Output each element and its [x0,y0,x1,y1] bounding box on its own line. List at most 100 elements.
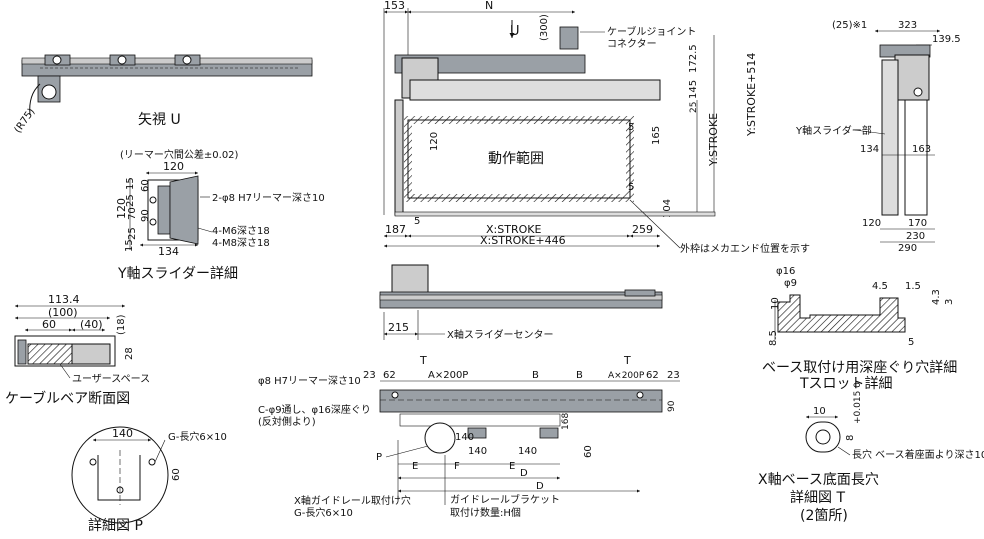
dim-120-width: 120 [163,160,184,173]
dim-5-tslot: 5 [908,337,914,348]
main-top-view: 153 N U (300) ケーブルジョイント コネクター 動作範囲 120 5… [383,0,810,255]
dim-165: 165 [651,126,662,145]
slot-t-title-1: X軸ベース底面長穴 [758,472,879,488]
dim-f: F [454,461,460,472]
dim-120-top: 120 [429,132,440,151]
view-arrow-u: U [510,24,520,39]
dim-25a: 25 [125,194,136,207]
dim-60: 60 [140,179,151,192]
dim-e1: E [412,461,418,472]
dim-120-right: 120 [862,218,881,229]
dim-134-width: 134 [158,245,179,258]
tolerance-slot: +0.015 0 [853,382,863,424]
dim-5c: 5 [414,216,420,227]
cable-bear-title: ケーブルベア断面図 [5,390,130,407]
operating-range-label: 動作範囲 [488,150,544,167]
dim-139: 139.5 [932,34,961,45]
counterbore-note-1: C-φ9通し、φ16深座ぐり [258,403,371,416]
outer-frame-note: 外枠はメカエンド位置を示す [680,242,810,255]
y-slider-detail: (リーマー穴間公差±0.02) 120 134 120 15 25 60 70 … [115,148,325,282]
dim-120-height: 120 [115,198,128,219]
dim-90-bottom: 90 [667,400,677,412]
dim-104: 104 [662,199,673,218]
slot-label-p: G-長穴6×10 [168,430,227,443]
main-side-view: 215 X軸スライダーセンター [379,264,663,341]
connector-label-1: ケーブルジョイント [607,25,696,38]
reamer-note: 2-φ8 H7リーマー深さ10 [212,192,325,204]
dim-113: 113.4 [48,293,80,306]
dim-15a: 15 [125,177,136,190]
dim-1-5: 1.5 [905,281,921,292]
view-u: (R75) 矢視 U [13,54,313,135]
dim-90: 90 [140,209,151,222]
dim-3: 3 [944,299,955,305]
m6-note: 4-M6深さ18 [212,225,270,237]
dim-10-slot: 10 [813,406,826,417]
dim-d1: D [520,468,528,479]
dim-8-5: 8.5 [768,330,779,346]
guide-rail-hole-1: X軸ガイドレール取付け穴 [294,494,411,507]
dim-25b: 25 [127,227,138,240]
dim-163: 163 [912,144,931,155]
dim-300: (300) [539,14,550,41]
dim-40: (40) [80,318,103,331]
dim-d2: D [536,481,544,492]
dim-a200: A×200P [428,370,468,381]
slot-depth-note: 長穴 ベース着座面より深さ10 [852,448,984,461]
main-bottom-view: T T φ8 H7リーマー深さ10 23 62 A×200P B B A×200… [258,354,680,519]
tolerance-note: (リーマー穴間公差±0.02) [120,148,239,161]
dim-140a: 140 [455,432,474,443]
dim-5a: 5 [628,122,634,133]
guide-rail-hole-2: G-長穴6×10 [294,506,353,519]
dim-60-cable: 60 [42,318,56,331]
dim-phi9: φ9 [784,278,797,289]
dim-18: (18) [116,314,127,335]
x-stroke-446-label: X:STROKE+446 [480,234,566,247]
dim-23a: 23 [363,370,376,381]
right-top-view: (25)※1 323 139.5 Y軸スライダー部 134 163 120 17… [795,20,961,254]
dim-323: 323 [898,20,917,31]
t-mark-1: T [419,354,427,367]
reamer-note-bottom: φ8 H7リーマー深さ10 [258,375,361,387]
t-slot-title-2: Tスロット詳細 [799,376,893,392]
radius-label: (R75) [13,106,38,135]
dim-15b: 15 [124,239,135,252]
dim-60-bottom: 60 [583,445,594,458]
dim-145: 145 [688,80,699,99]
dim-168: 168 [561,413,571,430]
dim-60-p: 60 [171,468,182,481]
dim-4-3: 4.3 [931,289,942,305]
dim-140c: 140 [518,446,537,457]
detail-p-marker: P [376,452,382,463]
user-space-label: ユーザースペース [72,373,150,385]
y-stroke-514-label: Y:STROKE+514 [745,53,758,137]
dim-25-top: 25 [689,102,699,113]
slot-detail-t: 10 8 +0.015 0 長穴 ベース着座面より深さ10 X軸ベース底面長穴 … [758,382,984,524]
y-slider-part-label: Y軸スライダー部 [795,124,872,137]
dim-8-slot: 8 [845,435,856,441]
dim-62b: 62 [646,370,659,381]
dim-140-p: 140 [112,427,133,440]
slot-t-title-3: (2箇所) [800,507,848,524]
m8-note: 4-M8深さ18 [212,237,270,249]
dim-140b: 140 [468,446,487,457]
dim-28: 28 [124,347,135,360]
dim-5b: 5 [628,182,634,193]
dim-e2: E [509,461,515,472]
dim-10-tslot: 10 [770,297,781,310]
x-stroke-label: X:STROKE [486,223,541,236]
view-u-title: 矢視 U [138,112,181,128]
dim-134-right: 134 [860,144,879,155]
dim-62a: 62 [383,370,396,381]
dim-n: N [485,0,493,12]
dim-100: (100) [48,306,78,319]
dim-230: 230 [906,231,925,242]
dim-259: 259 [632,223,653,236]
dim-170: 170 [908,218,927,229]
x-slider-center-label: X軸スライダーセンター [447,328,553,341]
cable-bear-section: 113.4 (100) 60 (40) (18) 28 ユーザースペース ケーブ… [5,293,150,407]
detail-p-title: 詳細図 P [88,518,143,534]
dim-b1: B [532,370,539,381]
dim-70: 70 [127,207,138,220]
dim-b2: B [576,370,583,381]
